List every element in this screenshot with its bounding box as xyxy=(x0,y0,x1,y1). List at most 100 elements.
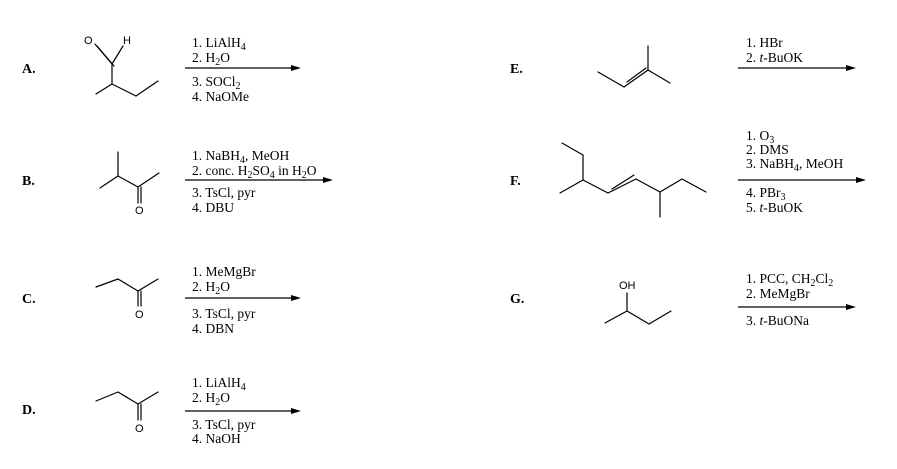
reagent-step: 4. DBN xyxy=(192,321,234,336)
reagent-text: PBr xyxy=(760,185,782,200)
reagent-text: -BuONa xyxy=(763,313,809,328)
step-number: 1. xyxy=(192,264,206,279)
step-number: 2. xyxy=(746,142,760,157)
step-number: 3. xyxy=(192,306,205,321)
reagent-text: NaOH xyxy=(206,431,241,446)
reagent-step: 3. TsCl, pyr xyxy=(192,306,256,321)
reagent-text: t xyxy=(760,50,765,65)
problem-e-label: E. xyxy=(510,62,523,77)
reagent-text: MeMgBr xyxy=(760,286,811,301)
reagent-text: SO xyxy=(252,163,270,178)
step-number: 2. xyxy=(192,163,206,178)
step-number: 2. xyxy=(192,50,206,65)
reagent-text: SOCl xyxy=(206,74,236,89)
reagent-text: Cl xyxy=(816,271,829,286)
reagent-text: -BuOK xyxy=(763,200,803,215)
problem-f-arrow xyxy=(738,177,866,183)
subscript: 2 xyxy=(247,170,252,181)
step-number: 3. xyxy=(192,185,205,200)
subscript: 3 xyxy=(781,192,786,203)
step-number: 3. xyxy=(192,74,206,89)
reagent-step: 1. MeMgBr xyxy=(192,264,256,279)
problem-b-structure: O xyxy=(99,151,160,217)
problem-c-arrow xyxy=(185,295,301,301)
reagent-text: O xyxy=(307,163,317,178)
subscript: 4 xyxy=(270,170,275,181)
subscript: 2 xyxy=(828,278,833,289)
reagent-text: DBU xyxy=(206,200,235,215)
reagent-step: 2. DMS xyxy=(746,142,789,157)
problem-e-structure xyxy=(597,45,671,88)
reagent-text: conc. H xyxy=(206,163,248,178)
problem-f-structure xyxy=(559,142,707,218)
reagent-step: 1. PCC, CH2Cl2 xyxy=(746,271,833,289)
problem-d-structure: O xyxy=(95,391,159,435)
subscript: 2 xyxy=(811,278,816,289)
reagent-step: 1. LiAlH4 xyxy=(192,375,246,393)
reagent-text: NaBH xyxy=(206,148,241,163)
reagent-step: 3. NaBH4, MeOH xyxy=(746,156,843,174)
step-number: 1. xyxy=(746,271,760,286)
reagent-text: DBN xyxy=(206,321,235,336)
subscript: 2 xyxy=(215,286,220,297)
step-number: 1. xyxy=(192,35,206,50)
problem-a-arrow xyxy=(185,65,301,71)
subscript: 3 xyxy=(769,135,774,146)
problem-d-arrow xyxy=(185,408,301,414)
problem-a-label: A. xyxy=(22,62,36,77)
subscript: 4 xyxy=(241,382,246,393)
reagent-text: LiAlH xyxy=(206,375,241,390)
reagent-text: PCC, CH xyxy=(760,271,811,286)
subscript: 4 xyxy=(794,163,799,174)
reagent-step: 2. MeMgBr xyxy=(746,286,810,301)
subscript: 2 xyxy=(302,170,307,181)
reagent-text: , MeOH xyxy=(245,148,289,163)
step-number: 1. xyxy=(192,148,206,163)
problem-c-structure: O xyxy=(95,278,159,321)
step-number: 4. xyxy=(192,431,206,446)
step-number: 2. xyxy=(192,390,206,405)
problem-g-structure: OH xyxy=(604,280,672,325)
step-number: 4. xyxy=(192,321,206,336)
atom-oxygen: O xyxy=(135,423,144,435)
reagent-step: 2. H2O xyxy=(192,279,230,297)
problem-b-label: B. xyxy=(22,174,35,189)
problem-d-label: D. xyxy=(22,403,36,418)
subscript: 2 xyxy=(236,81,241,92)
reagent-step: 1. HBr xyxy=(746,35,783,50)
problem-g-arrow xyxy=(738,304,856,310)
reagent-step: 4. NaOMe xyxy=(192,89,249,104)
reagent-text: TsCl, pyr xyxy=(205,306,256,321)
step-number: 5. xyxy=(746,200,760,215)
reagent-text: H xyxy=(206,390,216,405)
reagent-text: -BuOK xyxy=(763,50,803,65)
problem-a-structure: O H xyxy=(84,35,159,97)
step-number: 3. xyxy=(746,313,760,328)
step-number: 1. xyxy=(192,375,206,390)
reagent-text: , MeOH xyxy=(799,156,843,171)
problem-g-conditions-below: 3. t-BuONa xyxy=(746,313,809,328)
reagent-text: LiAlH xyxy=(206,35,241,50)
step-number: 2. xyxy=(746,50,760,65)
reagent-text: in H xyxy=(275,163,302,178)
subscript: 4 xyxy=(240,155,245,166)
reagent-step: 4. NaOH xyxy=(192,431,241,446)
reagent-step: 2. H2O xyxy=(192,50,230,68)
reagent-text: O xyxy=(760,128,770,143)
step-number: 4. xyxy=(192,200,206,215)
reagent-text: TsCl, pyr xyxy=(205,185,256,200)
problem-c-label: C. xyxy=(22,292,36,307)
